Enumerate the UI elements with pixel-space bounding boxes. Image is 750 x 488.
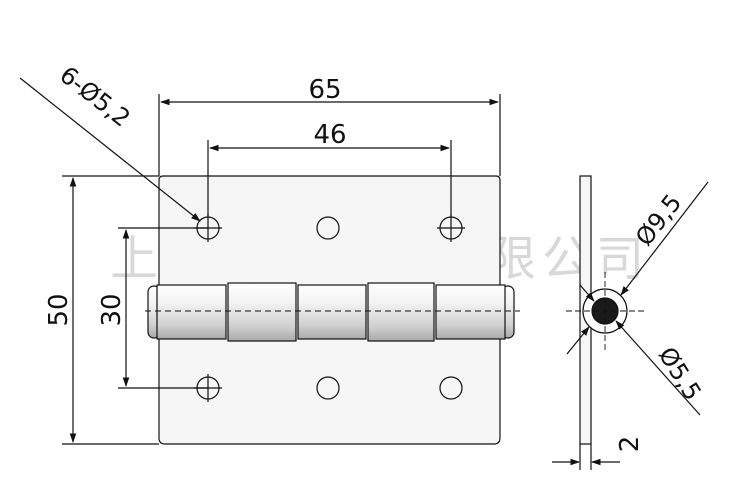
upper-leaf <box>158 175 501 286</box>
dim-50-label: 50 <box>44 293 74 326</box>
hole <box>439 376 463 400</box>
front-view <box>19 77 520 445</box>
hole-callout-label: 6-Ø5,2 <box>54 61 135 133</box>
dim-30-label: 30 <box>97 293 127 326</box>
dim-65-label: 65 <box>308 75 341 105</box>
side-view <box>552 175 709 470</box>
dim-pin-diameter-label: Ø5,5 <box>653 342 707 405</box>
dim-46-label: 46 <box>313 120 346 150</box>
lower-leaf <box>158 312 501 445</box>
hole <box>316 376 340 400</box>
hole <box>316 216 340 240</box>
knuckle-barrel <box>145 282 520 342</box>
dim-thickness-label: 2 <box>615 436 645 453</box>
